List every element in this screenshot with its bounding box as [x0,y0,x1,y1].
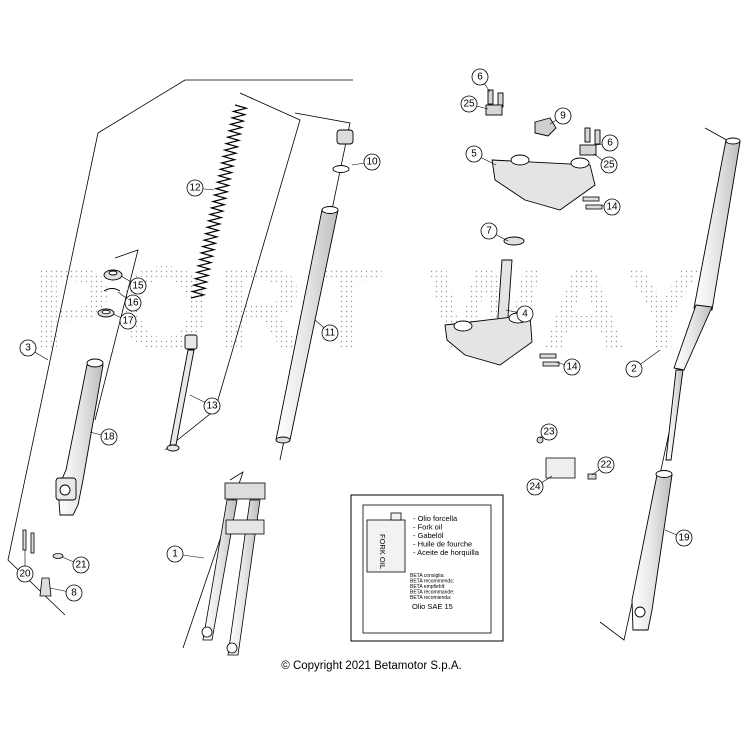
callout-number: 25 [463,99,475,110]
watermark: PORT WAY [31,242,708,376]
oil-language-list: - Olio forcella- Fork oil- Gabelöl- Huil… [413,514,480,557]
callout-number: 14 [566,362,578,373]
callout-number: 7 [486,226,492,237]
callout-circle [675,529,693,547]
callout-number: 1 [172,549,178,560]
callout-circle [166,545,184,563]
part-assembled-fork [201,482,266,656]
oil-can-label: FORK OIL [378,534,387,569]
part-fork-cap [332,129,354,173]
callout-circle [480,222,498,240]
callout-circle [119,312,137,330]
oil-spec: Olio SAE 15 [412,602,453,611]
callout-circle [540,423,558,441]
oil-recommend-line: BETA recommande: [410,590,454,596]
callout-number: 19 [678,533,690,544]
callout-circle [16,565,34,583]
callout-circle [625,360,643,378]
callout-circle [603,198,621,216]
callout-number: 6 [607,138,613,149]
callout-circle [19,339,37,357]
callout-circle [601,134,619,152]
part-bolts-14 [539,196,603,367]
oil-language-line: - Olio forcella [413,514,458,523]
callout-number: 25 [603,160,615,171]
callout-circle [600,156,618,174]
oil-box: FORK OIL - Olio forcella- Fork oil- Gabe… [350,494,504,642]
callout-number: 18 [103,432,115,443]
part-lower-leg-right [631,470,673,631]
oil-recommend-line: BETA recommends: [410,579,454,585]
callout-number: 5 [471,149,477,160]
group-outlines [7,79,733,649]
callout-circle [597,456,615,474]
callout-number: 4 [522,309,528,320]
part-steering-nut [534,117,557,137]
oil-language-line: - Aceite de horquilla [413,548,480,557]
callout-number: 2 [631,364,637,375]
part-stanchion [275,206,339,444]
callout-number: 6 [477,72,483,83]
callout-circle [203,397,221,415]
part-spring [190,104,249,299]
part-washer [503,236,525,246]
callout-number: 8 [71,588,77,599]
oil-recommend-line: BETA consiglia: [410,573,445,579]
oil-recommend-list: BETA consiglia:BETA recommends:BETA empf… [410,573,454,601]
callout-circle [460,95,478,113]
callout-circle [465,145,483,163]
oil-recommend-line: BETA empfiehlt: [410,584,445,590]
callout-circle [471,68,489,86]
copyright-notice: © Copyright 2021 Betamotor S.p.A. [281,660,462,672]
callout-group: 1234566789101112131414151617181920212223… [16,68,693,602]
part-seals [97,269,123,318]
part-left-small [22,529,64,597]
callout-circle [124,294,142,312]
callout-number: 10 [366,157,378,168]
callout-number: 17 [122,316,134,327]
callout-number: 14 [606,202,618,213]
callout-circle [65,584,83,602]
part-upper-clamp [491,154,596,211]
callout-circle [526,478,544,496]
callout-circle [72,556,90,574]
callout-circle [100,428,118,446]
callout-number: 22 [600,460,612,471]
callout-number: 15 [132,281,144,292]
callout-circle [554,107,572,125]
part-small-hardware [536,436,597,480]
callout-number: 20 [19,569,31,580]
callout-circle [321,324,339,342]
callout-number: 24 [529,482,541,493]
callout-circle [186,179,204,197]
callout-number: 13 [206,401,218,412]
callout-number: 12 [189,183,201,194]
part-cartridge [166,334,198,452]
callout-circle [129,277,147,295]
oil-recommend-line: BETA recomienda: [410,595,451,601]
callout-number: 3 [25,343,31,354]
oil-language-line: - Gabelöl [413,531,444,540]
callout-circle [516,305,534,323]
callout-circle [363,153,381,171]
oil-language-line: - Huile de fourche [413,540,472,549]
oil-language-line: - Fork oil [413,523,443,532]
callout-number: 11 [325,328,336,339]
callout-circle [563,358,581,376]
callout-number: 16 [127,298,139,309]
part-pinch-bolts [485,89,601,156]
oil-can-icon [366,512,406,573]
callout-number: 21 [75,560,87,571]
part-lower-leg-left [55,358,104,516]
callout-number: 9 [560,111,566,122]
callout-number: 23 [543,427,555,438]
part-right-tube [665,137,741,461]
